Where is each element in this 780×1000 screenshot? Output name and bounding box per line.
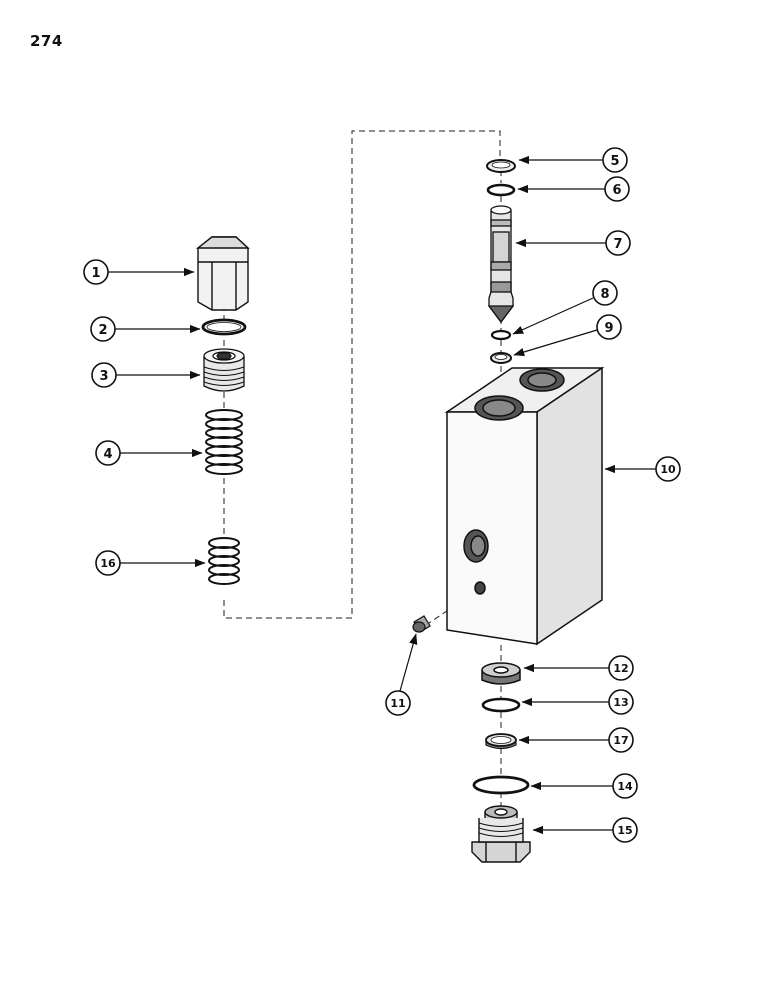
spring-small-part <box>208 537 240 585</box>
callout-label: 4 <box>103 447 112 462</box>
callout-14: 14 <box>612 773 638 799</box>
callout-15: 15 <box>612 817 638 843</box>
callout-label: 16 <box>100 557 116 570</box>
o-ring-large-part <box>472 775 530 795</box>
o-ring-lower-part <box>481 697 521 713</box>
callout-4: 4 <box>95 440 121 466</box>
callout-label: 14 <box>617 780 633 793</box>
callout-label: 13 <box>613 696 628 709</box>
callout-label: 9 <box>604 321 613 336</box>
callout-label: 17 <box>613 734 628 747</box>
backup-ring-top-part <box>486 159 516 173</box>
callout-10: 10 <box>655 456 681 482</box>
threaded-plug-part <box>203 348 245 392</box>
callout-5: 5 <box>602 147 628 173</box>
callout-11: 11 <box>385 690 411 716</box>
valve-body-part <box>444 366 605 646</box>
callout-label: 10 <box>660 463 676 476</box>
hex-cap-part <box>195 236 250 311</box>
leader-lines <box>108 155 656 835</box>
callout-label: 2 <box>98 323 107 338</box>
callout-label: 15 <box>617 824 632 837</box>
callout-1: 1 <box>83 259 109 285</box>
poppet-spool-part <box>487 205 515 324</box>
callout-label: 11 <box>390 697 405 710</box>
backup-ring-mid-part <box>490 352 512 364</box>
callout-17: 17 <box>608 727 634 753</box>
callout-label: 6 <box>612 183 621 198</box>
callout-label: 8 <box>600 287 609 302</box>
page-number: 274 <box>30 32 63 50</box>
callout-9: 9 <box>596 314 622 340</box>
callout-2: 2 <box>90 316 116 342</box>
callout-12: 12 <box>608 655 634 681</box>
o-ring-mid-part <box>490 329 512 341</box>
callout-3: 3 <box>91 362 117 388</box>
o-ring-top-part <box>486 183 516 197</box>
callout-label: 3 <box>99 369 108 384</box>
callout-13: 13 <box>608 689 634 715</box>
callout-7: 7 <box>605 230 631 256</box>
callout-label: 5 <box>610 154 619 169</box>
set-screw-part <box>412 615 431 633</box>
callout-label: 1 <box>91 266 100 281</box>
seat-washer-part <box>481 662 521 685</box>
callout-label: 7 <box>613 237 622 252</box>
callout-6: 6 <box>604 176 630 202</box>
o-ring-small-part <box>201 318 247 336</box>
backup-ring-lower-part <box>485 733 517 750</box>
spring-large-part <box>205 409 243 475</box>
callout-16: 16 <box>95 550 121 576</box>
callout-label: 12 <box>613 662 628 675</box>
hex-plug-bottom-part <box>471 805 531 863</box>
callout-8: 8 <box>592 280 618 306</box>
